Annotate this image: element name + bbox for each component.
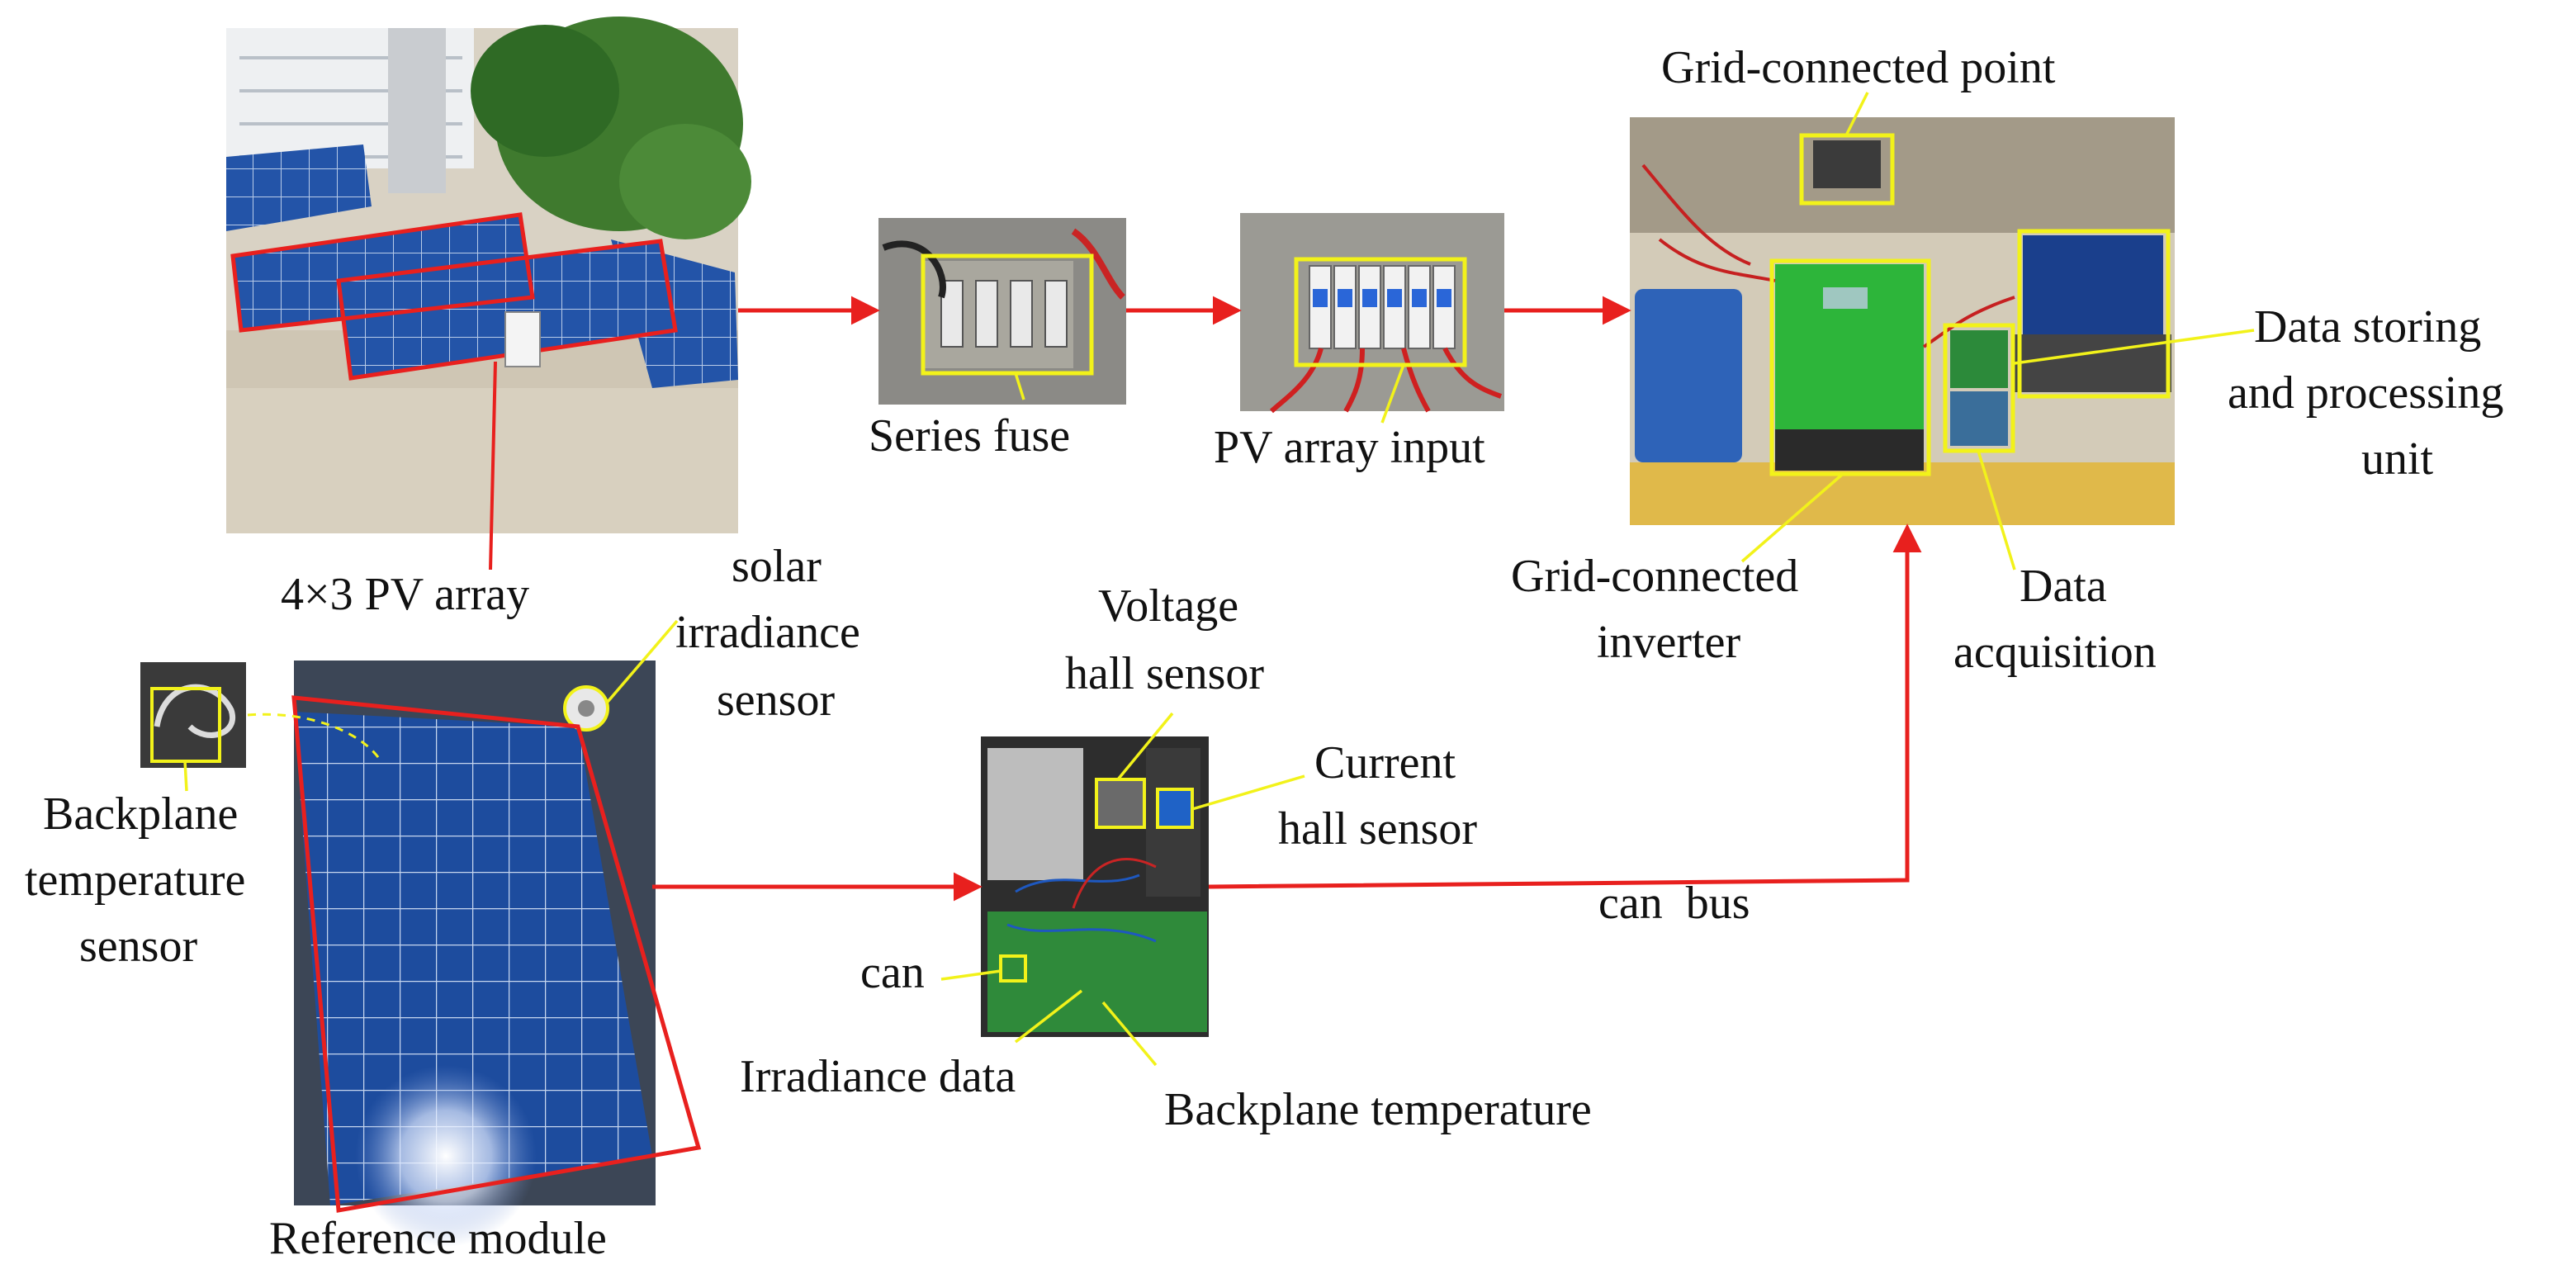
label-data-storing-line1: Data storing [2254,301,2481,353]
label-irradiance-data: Irradiance data [740,1051,1016,1102]
label-current-line1: Current [1314,737,1456,788]
inverter-workbench-photo [1630,117,2175,525]
label-backplane-sensor-line2: temperature [25,855,245,906]
label-backplane-sensor-line3: sensor [79,921,197,972]
label-voltage-line2: hall sensor [1065,648,1264,699]
label-grid-inverter-line2: inverter [1597,617,1740,668]
labels: 4×3 PV array Series fuse PV array input … [25,42,2503,1264]
sensor-cable-dashed [247,713,381,760]
reference-module-photo [291,661,702,1247]
label-solar-line2: irradiance [675,607,860,658]
label-solar-line1: solar [732,541,822,592]
rooftop-pv-array-photo [226,17,751,571]
label-backplane-sensor-line1: Backplane [43,788,238,840]
label-data-acquisition-line2: acquisition [1953,627,2157,678]
label-grid-connected-point: Grid-connected point [1661,42,2056,93]
label-backplane-temperature: Backplane temperature [1164,1084,1592,1135]
pv-array-input-photo [1240,213,1504,414]
acquisition-board-photo [981,736,1209,1037]
label-data-storing-line3: unit [2361,433,2434,485]
label-solar-line3: sensor [717,675,835,726]
leader-lines [183,92,2255,1067]
label-can: can [860,947,925,998]
label-data-acquisition-line1: Data [2020,561,2107,612]
flow-arrows [652,296,1922,902]
label-reference-module: Reference module [269,1213,607,1264]
label-current-line2: hall sensor [1278,803,1477,855]
label-data-storing-line2: and processing [2228,367,2503,419]
label-voltage-line1: Voltage [1098,580,1238,632]
label-pv-array: 4×3 PV array [281,569,529,620]
series-fuse-photo [878,218,1126,405]
label-series-fuse: Series fuse [869,410,1070,462]
arrow-can-bus [1208,523,1922,889]
backplane-sensor-photo [140,662,246,768]
label-can-bus: can bus [1598,878,1750,929]
label-grid-inverter-line1: Grid-connected [1511,551,1798,602]
label-pv-array-input: PV array input [1214,422,1485,473]
